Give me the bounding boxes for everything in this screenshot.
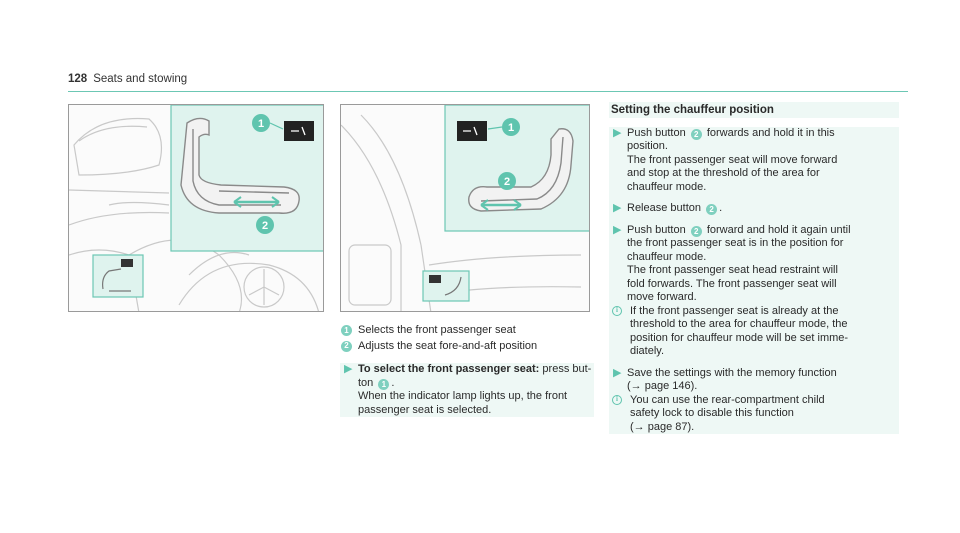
- select-seat-step: ▶ To select the front passenger seat: pr…: [340, 363, 594, 417]
- switch-location-highlight: [92, 254, 144, 298]
- info-icon: i: [612, 305, 622, 316]
- marker-2: 2: [341, 340, 352, 352]
- svg-text:1: 1: [258, 118, 264, 130]
- svg-text:1: 1: [508, 122, 514, 134]
- note-threshold: i If the front passenger seat is already…: [609, 304, 899, 359]
- step-arrow-icon: ▶: [613, 223, 622, 236]
- legend-item-1: 1 Selects the front passenger seat: [340, 324, 594, 338]
- info-icon: i: [612, 394, 622, 405]
- callout-1: 1: [252, 114, 270, 132]
- callout-1: 1: [502, 118, 520, 136]
- callout-2: 2: [256, 216, 274, 234]
- header-rule: [68, 91, 908, 92]
- page-header: 128 Seats and stowing: [68, 73, 187, 85]
- svg-text:2: 2: [262, 220, 268, 232]
- step-release: ▶ Release button 2.: [609, 202, 899, 216]
- step-arrow-icon: ▶: [344, 363, 353, 375]
- svg-text:2: 2: [504, 176, 510, 188]
- step-push-again: ▶ Push button 2 forward and hold it agai…: [609, 223, 899, 305]
- figure-seat-switch-door: 1 2: [340, 104, 590, 312]
- step-arrow-icon: ▶: [613, 202, 622, 214]
- step-arrow-icon: ▶: [613, 366, 622, 379]
- interior-illustration: 1 2: [69, 105, 323, 311]
- chauffeur-section: Setting the chauffeur position ▶ Push bu…: [609, 102, 899, 434]
- section-heading: Setting the chauffeur position: [609, 102, 899, 118]
- step-arrow-icon: ▶: [613, 126, 622, 139]
- step-push-forward: ▶ Push button 2 forwards and hold it in …: [609, 126, 899, 194]
- page-number: 128: [68, 73, 88, 85]
- legend-item-2: 2 Adjusts the seat fore-and-aft position: [340, 340, 594, 354]
- callout-2: 2: [498, 172, 516, 190]
- figure-seat-switch-interior: 1 2: [68, 104, 324, 312]
- step-save-memory: ▶ Save the settings with the memory func…: [609, 366, 899, 394]
- section-title: Seats and stowing: [93, 73, 188, 85]
- legend-and-select-section: 1 Selects the front passenger seat 2 Adj…: [340, 324, 594, 417]
- door-illustration: 1 2: [341, 105, 589, 311]
- note-child-lock: i You can use the rear-compartment child…: [609, 393, 899, 434]
- marker-1: 1: [341, 325, 352, 336]
